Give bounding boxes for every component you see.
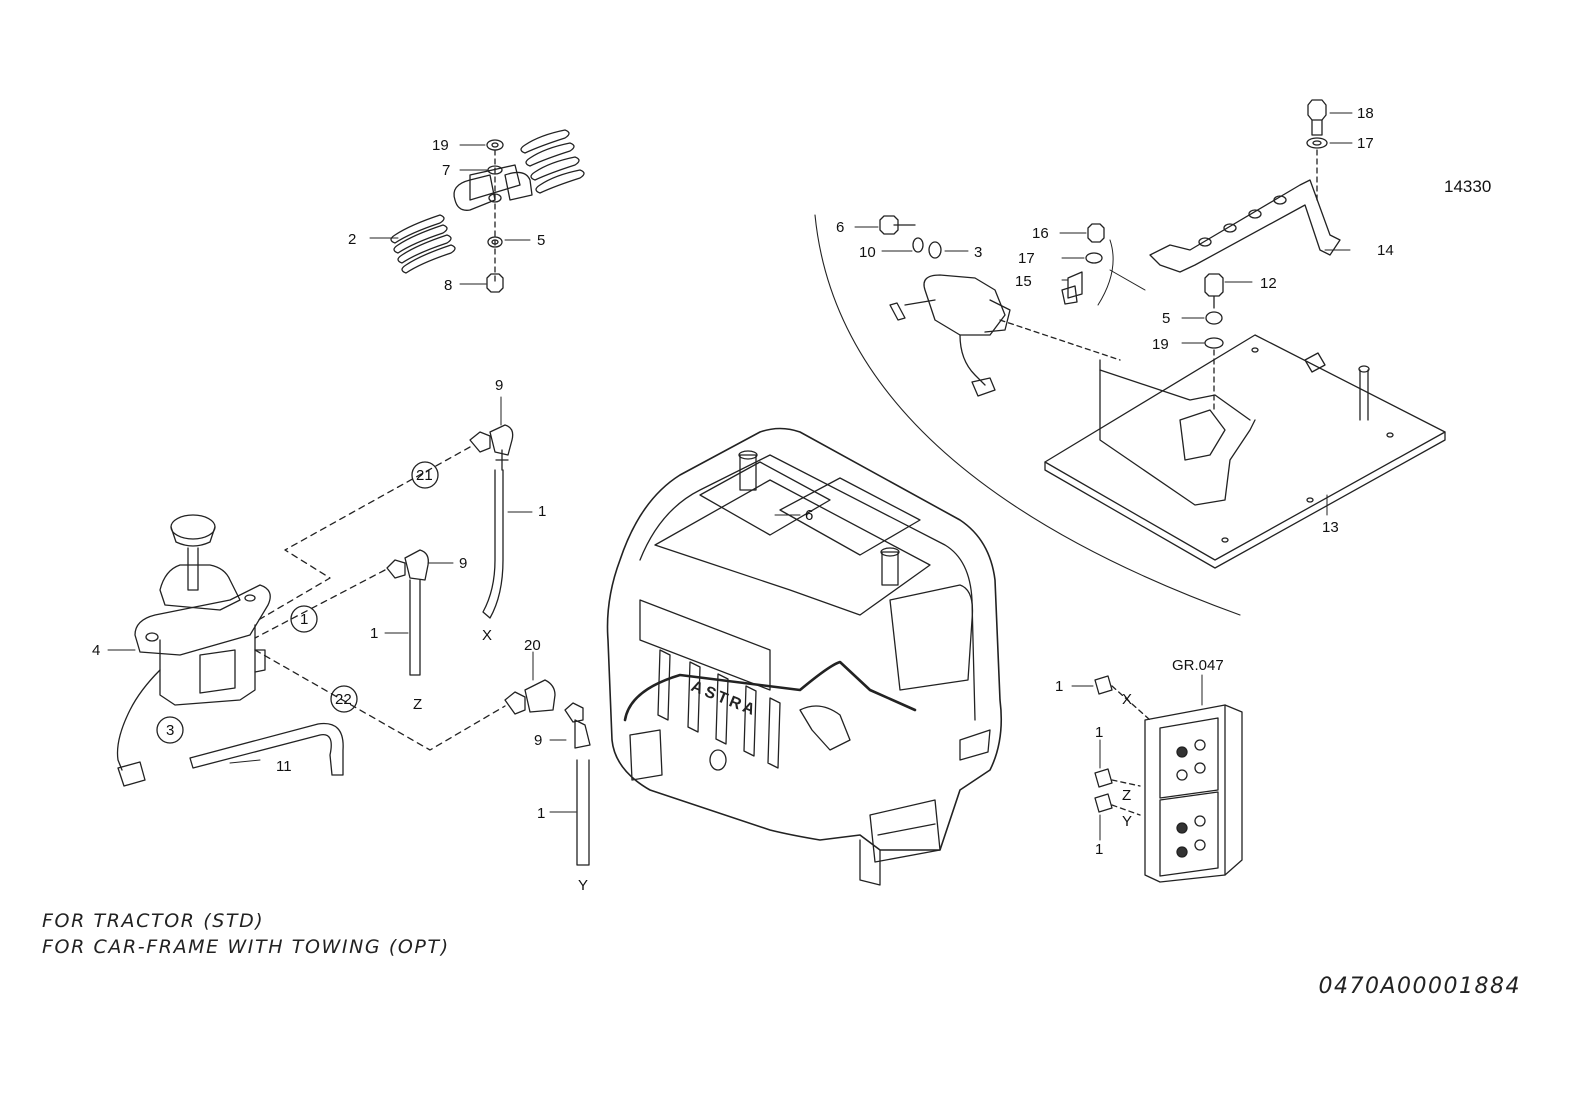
callout-15: 15 bbox=[1015, 273, 1032, 290]
callout-17-mid: 17 bbox=[1018, 250, 1035, 267]
callout-1-plug-y: 1 bbox=[1095, 841, 1103, 858]
spring-clamp-assembly bbox=[369, 129, 585, 293]
callout-1-x: 1 bbox=[538, 503, 546, 520]
callout-2: 2 bbox=[348, 231, 356, 248]
callout-18: 18 bbox=[1357, 105, 1374, 122]
callout-1-z: 1 bbox=[370, 625, 378, 642]
circle-ref-3: 3 bbox=[166, 722, 174, 739]
callout-9-low: 9 bbox=[534, 732, 542, 749]
bracket-valve-assembly bbox=[814, 99, 1446, 616]
hose-fittings bbox=[156, 396, 591, 866]
callout-labels: 19 7 2 5 8 18 17 14 6 10 3 16 17 15 12 5… bbox=[92, 105, 1394, 894]
connector-block bbox=[1071, 674, 1243, 883]
group-reference: GR.047 bbox=[1172, 657, 1224, 674]
callout-5-valve: 5 bbox=[1162, 310, 1170, 327]
callout-12: 12 bbox=[1260, 275, 1277, 292]
label-y-connector: Y bbox=[1122, 813, 1132, 830]
note-tractor: FOR TRACTOR (STD) bbox=[42, 910, 265, 932]
label-x-connector: X bbox=[1122, 691, 1132, 708]
callout-1-plug-z: 1 bbox=[1095, 724, 1103, 741]
circle-ref-21: 21 bbox=[416, 467, 433, 484]
callout-11: 11 bbox=[276, 758, 292, 775]
circle-ref-22: 22 bbox=[335, 691, 352, 708]
callout-6-cab: 6 bbox=[805, 507, 813, 524]
callout-16: 16 bbox=[1032, 225, 1049, 242]
callout-8: 8 bbox=[444, 277, 452, 294]
callout-9-top: 9 bbox=[495, 377, 503, 394]
callout-1-plug-x: 1 bbox=[1055, 678, 1063, 695]
callout-19-valve: 19 bbox=[1152, 336, 1169, 353]
callout-1-y: 1 bbox=[537, 805, 545, 822]
callout-17-top: 17 bbox=[1357, 135, 1374, 152]
callout-20: 20 bbox=[524, 637, 541, 654]
label-z-connector: Z bbox=[1122, 787, 1131, 804]
note-car-frame: FOR CAR-FRAME WITH TOWING (OPT) bbox=[42, 936, 450, 958]
callout-3-valve: 3 bbox=[974, 244, 982, 261]
sheet-number: 14330 bbox=[1444, 177, 1492, 196]
callout-10: 10 bbox=[859, 244, 876, 261]
drawing-code: 0470A00001884 bbox=[1318, 974, 1521, 999]
circle-ref-1: 1 bbox=[300, 611, 308, 628]
callout-9-mid: 9 bbox=[459, 555, 467, 572]
cab-drawing: ASTRA bbox=[606, 427, 1003, 886]
callout-14: 14 bbox=[1377, 242, 1394, 259]
callout-5: 5 bbox=[537, 232, 545, 249]
label-x-hose: X bbox=[482, 627, 492, 644]
callout-6-valve: 6 bbox=[836, 219, 844, 236]
label-z-hose: Z bbox=[413, 696, 422, 713]
label-y-hose: Y bbox=[578, 877, 588, 894]
callout-19: 19 bbox=[432, 137, 449, 154]
callout-13: 13 bbox=[1322, 519, 1339, 536]
hand-valve-assembly bbox=[107, 514, 344, 787]
callout-7: 7 bbox=[442, 162, 450, 179]
callout-4: 4 bbox=[92, 642, 100, 659]
